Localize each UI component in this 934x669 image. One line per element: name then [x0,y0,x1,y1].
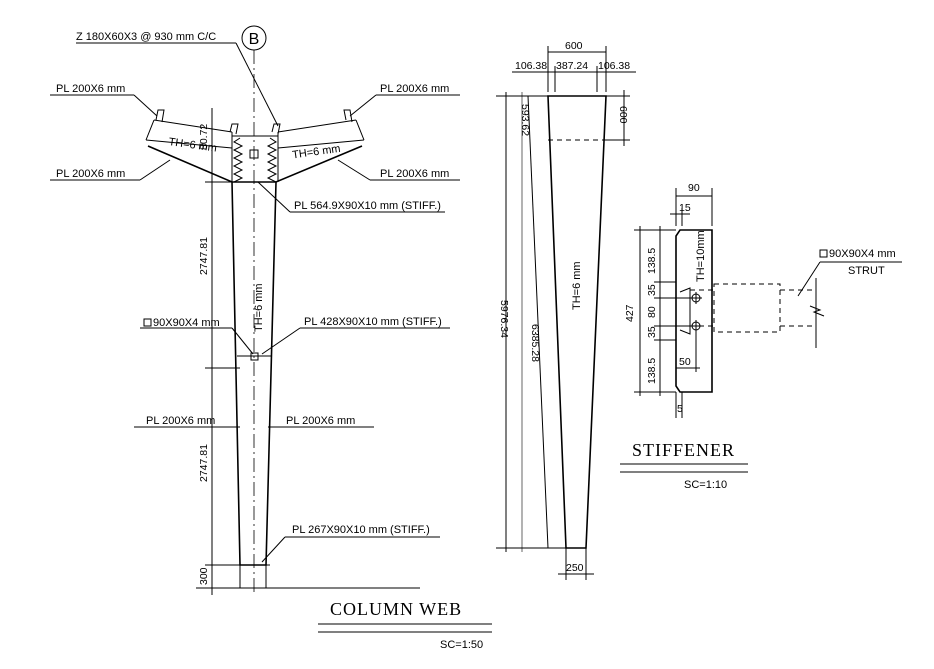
strut-word: STRUT [848,265,885,277]
column-web-scale: SC=1:50 [440,639,483,651]
dim-inner: 6385.28 [529,324,541,362]
label-pl-bot-right: PL 200X6 mm [380,168,449,180]
strut-mid [250,352,259,361]
dim-top-h: 600 [617,106,629,124]
label-pl-top-right: PL 200X6 mm [380,83,449,95]
column-web-elevation: B TH=6 mm TH=6 mm TH=6 mm 80.72 2747.81 … [50,25,492,651]
label-flange-left: PL 200X6 mm [146,415,215,427]
grid-bubble-label: B [249,31,260,48]
weld-symbol-left [232,137,244,183]
stiff-dim-h3: 80 [646,306,658,318]
purlin-cleat-center [229,123,281,135]
stiff-dim-width: 90 [688,182,700,194]
purlin-cleat-left [155,109,165,123]
stiffener-scale: SC=1:10 [684,479,727,491]
dim-right: 106.38 [598,60,630,72]
web-plate-outline [547,95,607,549]
left-haunch-bottom [147,145,363,183]
dim-top-len: 593.62 [519,104,531,136]
label-pl-top-left: PL 200X6 mm [56,83,125,95]
dim-width: 600 [565,40,583,52]
stiff-dim-h2: 35 [646,284,658,296]
stiffener-title: STIFFENER [632,440,735,460]
label-strut-mid: 90X90X4 mm [153,317,220,329]
web-plate-th: TH=6 mm [571,261,583,310]
dim-mid: 387.24 [556,60,588,72]
dim-upper: 2747.81 [198,237,210,275]
label-stiff-mid: PL 428X90X10 mm (STIFF.) [304,316,442,328]
dim-base: 300 [198,567,210,585]
strut-top [249,149,259,159]
web-plate-detail: 600 106.38 387.24 106.38 TH=6 mm 600 597… [496,40,636,580]
label-flange-right: PL 200X6 mm [286,415,355,427]
stiff-dim-total: 427 [624,304,636,322]
dim-base-w: 250 [566,562,584,574]
stiffener-plate [675,229,713,393]
label-purlin: Z 180X60X3 @ 930 mm C/C [76,31,216,43]
stiff-dim-bottom: 5 [677,403,683,415]
th-left: TH=6 mm [168,136,218,155]
left-rafter [145,119,233,149]
stiff-dim-h1: 138.5 [646,248,658,274]
label-stiff-base: PL 267X90X10 mm (STIFF.) [292,524,430,536]
stiff-dim-h5: 138.5 [646,358,658,384]
stiff-th: TH=10mm [695,230,707,282]
stiff-dim-h4: 35 [646,326,658,338]
strut-dashed [713,283,781,333]
dim-lower: 2747.81 [198,444,210,482]
th-web: TH=6 mm [253,283,265,332]
dim-total: 5976.34 [498,300,510,338]
dim-haunch: 80.72 [198,124,210,150]
stiff-dim-bolt-x: 50 [679,356,691,368]
column-web-title: COLUMN WEB [330,599,462,619]
haunch-top [231,132,279,182]
label-stiff-top: PL 564.9X90X10 mm (STIFF.) [294,200,441,212]
weld-symbol-right [266,137,278,183]
purlin-cleat-right [343,109,353,123]
stiffener-detail: 90 15 TH=10mm 427 138.5 35 80 35 138.5 5… [620,182,902,491]
column-base [236,564,270,588]
stiff-dim-edge: 15 [679,202,691,214]
strut-size: 90X90X4 mm [829,248,896,260]
right-rafter [277,119,365,149]
dim-left: 106.38 [515,60,547,72]
label-pl-bot-left: PL 200X6 mm [56,168,125,180]
